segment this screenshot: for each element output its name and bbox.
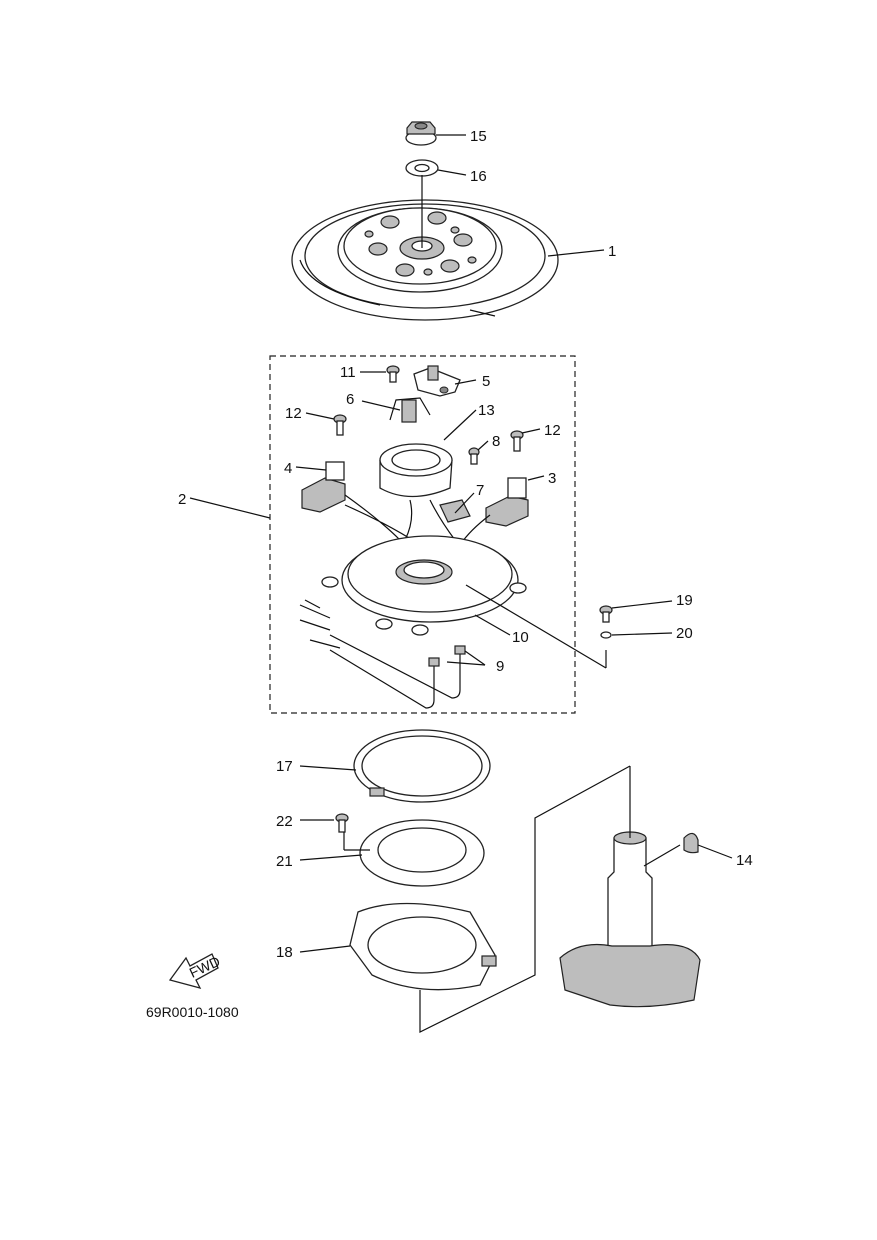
fwd-arrow-icon: FWD: [168, 953, 223, 989]
callout-8: 8: [492, 433, 500, 450]
wire-harness: [344, 494, 491, 546]
retaining-ring-part: [353, 729, 491, 803]
screw-part-left: [333, 414, 347, 436]
flange-nut-part: [405, 121, 437, 146]
callout-10: 10: [512, 629, 529, 646]
callout-12-right: 12: [544, 422, 561, 439]
screw-part-right: [510, 430, 524, 452]
washer-part-20: [600, 631, 612, 639]
callout-12-left: 12: [285, 405, 302, 422]
stator-base-part: [321, 535, 527, 636]
lead-wires-part: [299, 599, 466, 709]
clamp-part: [439, 499, 471, 523]
mounting-plate-part: [359, 819, 485, 887]
screw-part-19: [599, 605, 613, 623]
callout-21: 21: [276, 853, 293, 870]
callout-6: 6: [346, 391, 354, 408]
leader-lines: [189, 134, 733, 953]
callout-15: 15: [470, 128, 487, 145]
ignition-coil-left: [301, 461, 346, 513]
callout-11: 11: [340, 364, 356, 381]
washer-part: [405, 159, 439, 177]
callout-19: 19: [676, 592, 693, 609]
callout-14: 14: [736, 852, 753, 869]
drawing-code: 69R0010-1080: [146, 1004, 239, 1020]
ignition-coil-right: [485, 477, 529, 527]
callout-17: 17: [276, 758, 293, 775]
base-plate-part: [349, 902, 497, 991]
callout-4: 4: [284, 460, 292, 477]
callout-9: 9: [496, 658, 504, 675]
crankshaft-part: [559, 831, 701, 1008]
screw-part-22: [335, 813, 349, 833]
assembly-boundary: [269, 355, 576, 714]
callout-3: 3: [548, 470, 556, 487]
woodruff-key-part: [683, 832, 699, 854]
screw-part-small: [468, 447, 480, 465]
callout-1: 1: [608, 243, 616, 260]
assembly-bracket-lines: [419, 765, 631, 1033]
pulser-bracket-part: [413, 365, 461, 397]
charge-coil-part: [379, 397, 453, 498]
callout-18: 18: [276, 944, 293, 961]
callout-16: 16: [470, 168, 487, 185]
callout-13: 13: [478, 402, 495, 419]
screw-part: [386, 365, 400, 383]
flywheel-part: [291, 199, 559, 321]
callout-20: 20: [676, 625, 693, 642]
callout-22: 22: [276, 813, 293, 830]
callout-7: 7: [476, 482, 484, 499]
svg-text:FWD: FWD: [187, 953, 223, 981]
callout-5: 5: [482, 373, 490, 390]
callout-2: 2: [178, 491, 186, 508]
